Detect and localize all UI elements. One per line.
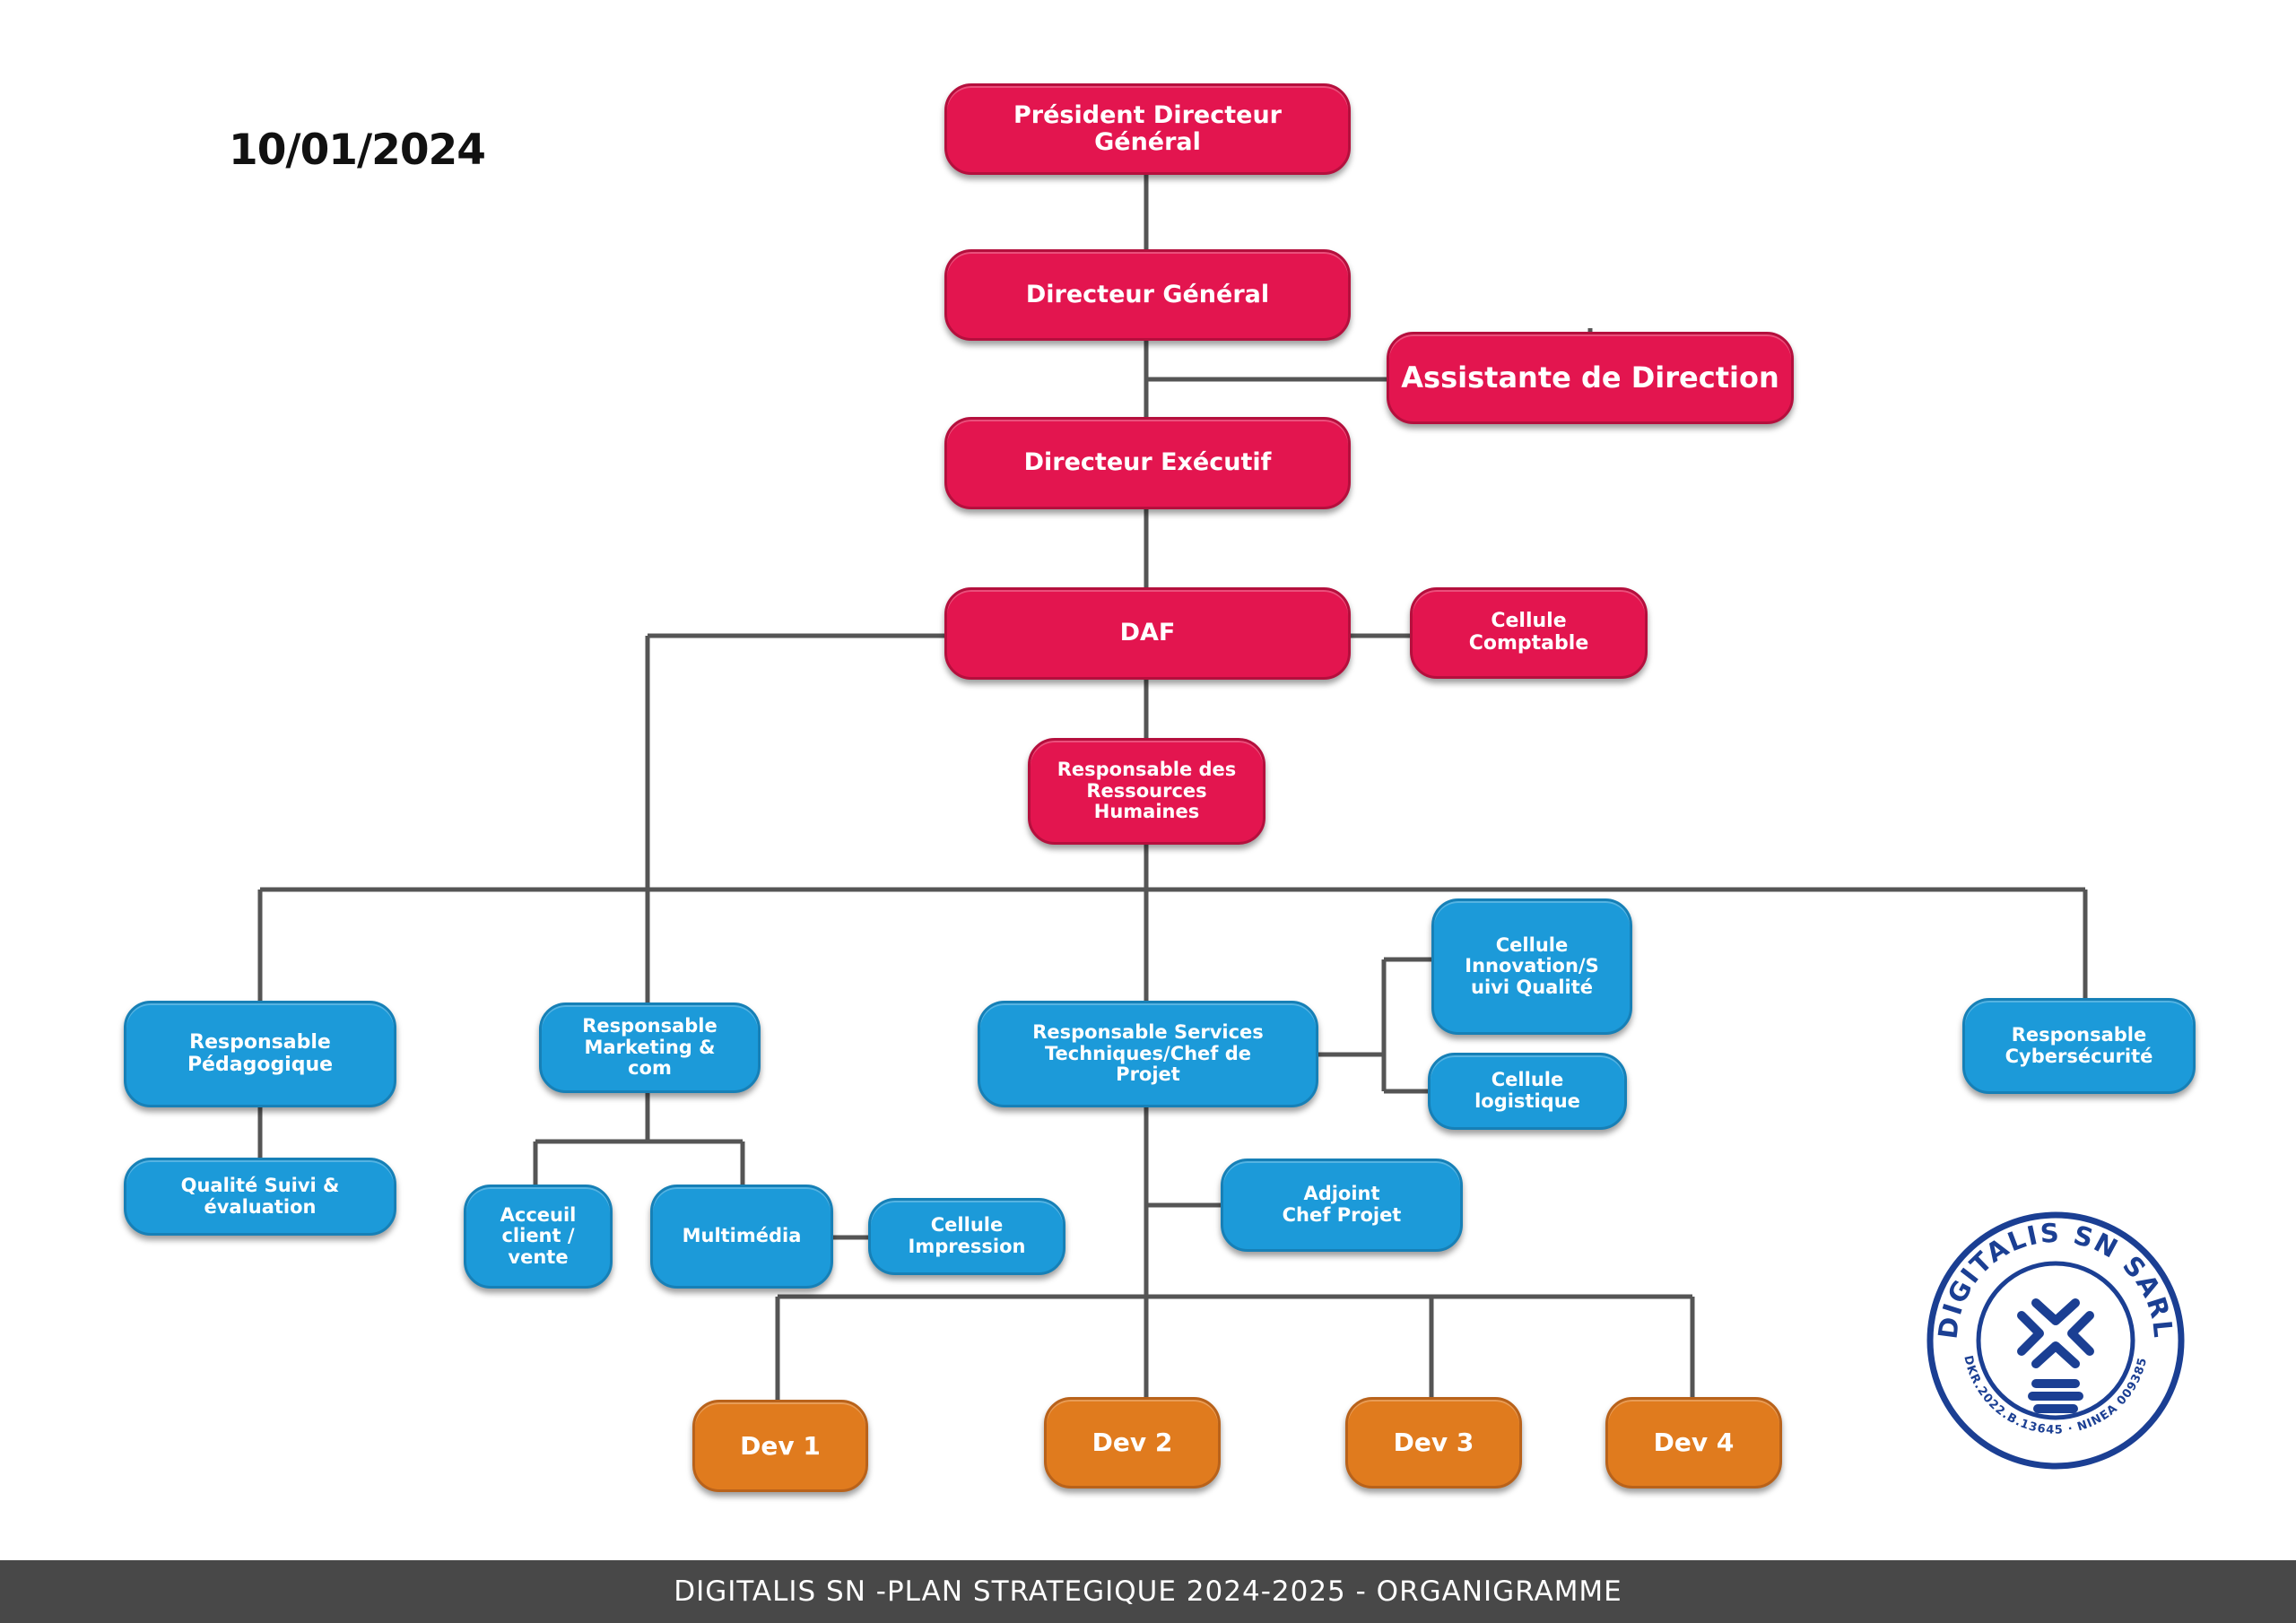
directeur-general-box: Directeur Général <box>944 249 1351 341</box>
responsable-marketing-com-box: Responsable Marketing & com <box>539 1002 761 1093</box>
daf-box: DAF <box>944 587 1351 680</box>
dev-4-box: Dev 4 <box>1605 1397 1782 1488</box>
cellule-logistique-box: Cellule logistique <box>1428 1053 1627 1130</box>
dev-1-box: Dev 1 <box>692 1400 868 1492</box>
cellule-innovation-suivi-qualite-box: Cellule Innovation/S uivi Qualité <box>1431 898 1632 1035</box>
footer-bar: DIGITALIS SN -PLAN STRATEGIQUE 2024-2025… <box>0 1560 2296 1623</box>
responsable-services-techniques-box: Responsable Services Techniques/Chef de … <box>978 1001 1318 1107</box>
stamp-logo-icon <box>2017 1298 2094 1413</box>
cellule-comptable-box: Cellule Comptable <box>1410 587 1648 679</box>
assistante-de-direction-box: Assistante de Direction <box>1387 332 1794 424</box>
directeur-executif-box: Directeur Exécutif <box>944 417 1351 509</box>
accueil-client-vente-box: Acceuil client / vente <box>464 1185 613 1289</box>
responsable-ressources-humaines-box: Responsable des Ressources Humaines <box>1028 738 1265 845</box>
dev-3-box: Dev 3 <box>1345 1397 1522 1488</box>
responsable-cybersecurite-box: Responsable Cybersécurité <box>1962 998 2196 1094</box>
responsable-pedagogique-box: Responsable Pédagogique <box>124 1001 396 1107</box>
dev-2-box: Dev 2 <box>1044 1397 1221 1488</box>
company-stamp: DIGITALIS SN SARL SN.DKR.2022.B.13645 · … <box>1921 1206 2185 1470</box>
adjoint-chef-projet-box: Adjoint Chef Projet <box>1221 1159 1463 1252</box>
multimedia-box: Multimédia <box>650 1185 833 1289</box>
cellule-impression-box: Cellule Impression <box>868 1198 1065 1275</box>
document-date: 10/01/2024 <box>229 126 486 175</box>
president-directeur-general-box: Président Directeur Général <box>944 83 1351 175</box>
qualite-suivi-evaluation-box: Qualité Suivi & évaluation <box>124 1158 396 1236</box>
